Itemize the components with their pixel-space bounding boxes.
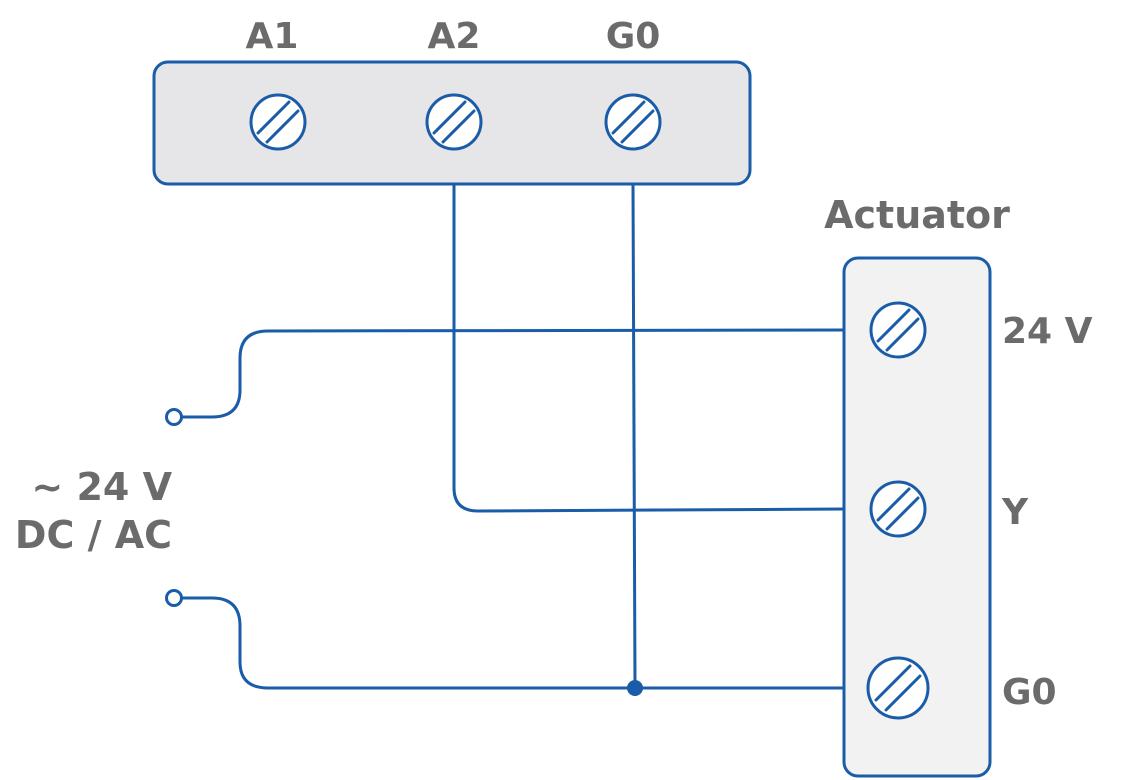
wire-supply-to-g0 <box>182 596 844 690</box>
actuator-terminal-label-24v: 24 V <box>1002 311 1093 352</box>
actuator-title: Actuator <box>824 193 1010 237</box>
wires <box>165 183 845 696</box>
controller-terminal-label-a1: A1 <box>246 16 299 57</box>
supply-label: ~ 24 V DC / AC <box>15 465 173 557</box>
screw-terminal-icon <box>249 93 307 151</box>
actuator-terminal-label-y: Y <box>1001 492 1029 533</box>
screw-terminal-icon <box>869 480 927 538</box>
junction-dot <box>627 680 643 696</box>
supply-terminal-positive <box>165 408 183 426</box>
supply-terminal-negative <box>165 589 183 607</box>
wire-g0-to-junction <box>631 183 637 689</box>
actuator-terminal-label-g0: G0 <box>1002 672 1057 713</box>
screw-terminal-icon <box>869 301 927 359</box>
wire-supply-to-24v <box>182 328 845 419</box>
wire-a2-to-y <box>452 184 845 513</box>
controller-terminal-label-g0: G0 <box>606 16 661 57</box>
controller-terminal-label-a2: A2 <box>428 16 481 57</box>
actuator-block: Actuator 24 V Y G0 <box>824 193 1093 778</box>
screw-terminal-icon <box>604 93 662 151</box>
supply-type-label: DC / AC <box>15 513 172 557</box>
supply-voltage-label: ~ 24 V <box>31 465 172 509</box>
screw-terminal-icon <box>425 93 483 151</box>
screw-terminal-icon <box>866 656 930 720</box>
